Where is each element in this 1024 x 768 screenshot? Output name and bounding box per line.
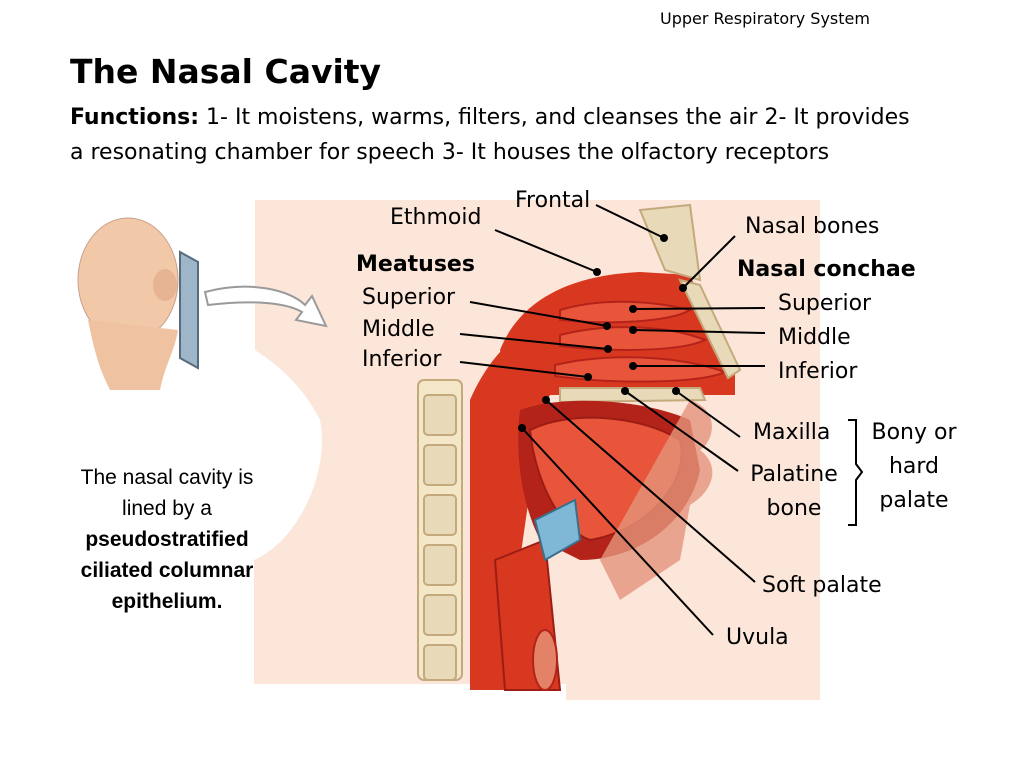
leader-meatus-superior	[469, 301, 608, 327]
leader-maxilla	[675, 390, 741, 438]
label-bony-palate-line-1: Bony or	[871, 420, 957, 445]
functions-text: Functions: 1- It moistens, warms, filter…	[70, 100, 970, 170]
label-nasal-conchae: Nasal conchae	[737, 257, 916, 282]
functions-line-1: 1- It moistens, warms, filters, and clea…	[199, 105, 910, 130]
label-meatus-middle: Middle	[362, 317, 435, 342]
leader-dots	[518, 234, 687, 432]
leader-concha-middle	[632, 329, 766, 334]
label-bony-palate-line-2: hard	[888, 454, 940, 479]
label-maxilla: Maxilla	[753, 420, 831, 445]
leader-soft-palate	[545, 399, 756, 583]
hard-palate	[559, 387, 707, 404]
leader-frontal	[595, 204, 665, 239]
label-frontal: Frontal	[515, 188, 591, 213]
pointer-arrow	[203, 285, 328, 328]
epithelium-note: The nasal cavity is lined by a pseudostr…	[42, 462, 292, 617]
label-soft-palate: Soft palate	[762, 573, 882, 598]
lining-line-1: The nasal cavity is	[80, 466, 254, 489]
slide-header: Upper Respiratory System	[660, 9, 870, 28]
label-uvula: Uvula	[726, 625, 789, 650]
leader-concha-superior	[632, 307, 766, 310]
lips-and-chin	[600, 400, 713, 600]
label-meatus-inferior: Inferior	[362, 347, 442, 372]
leader-meatus-inferior	[459, 361, 589, 378]
sagittal-plane-panel	[179, 250, 199, 370]
label-bony-palate-line-3: palate	[879, 488, 949, 513]
leader-nasal-bones	[682, 235, 736, 289]
label-meatuses: Meatuses	[356, 252, 475, 277]
functions-label: Functions:	[70, 105, 200, 130]
functions-line-2: a resonating chamber for speech 3- It ho…	[70, 140, 830, 165]
label-nasal-bones: Nasal bones	[745, 214, 880, 239]
lining-bold-3: epithelium.	[111, 590, 223, 613]
label-concha-superior: Superior	[778, 291, 872, 316]
conchae	[554, 300, 728, 383]
leader-uvula	[521, 427, 714, 636]
nasal-bone	[678, 278, 742, 380]
leader-meatus-middle	[459, 333, 609, 350]
leader-palatine	[624, 390, 739, 472]
leader-ethmoid	[494, 229, 598, 273]
frontal-bone	[638, 203, 702, 282]
lining-bold-1: pseudostratified	[85, 528, 249, 551]
label-meatus-superior: Superior	[362, 285, 456, 310]
label-ethmoid: Ethmoid	[390, 205, 482, 230]
leader-lines	[459, 204, 766, 636]
small-head-figure	[77, 217, 199, 390]
lining-bold-2: ciliated columnar	[80, 559, 254, 582]
lining-line-2: lined by a	[122, 497, 212, 520]
palate-bracket	[848, 419, 864, 526]
label-palatine-line-1: Palatine	[750, 462, 838, 487]
label-concha-middle: Middle	[778, 325, 851, 350]
page-title: The Nasal Cavity	[70, 52, 382, 91]
thyroid-cartilage	[532, 629, 558, 691]
label-palatine-line-2: bone	[766, 496, 822, 521]
larynx	[533, 498, 582, 562]
label-concha-inferior: Inferior	[778, 359, 858, 384]
